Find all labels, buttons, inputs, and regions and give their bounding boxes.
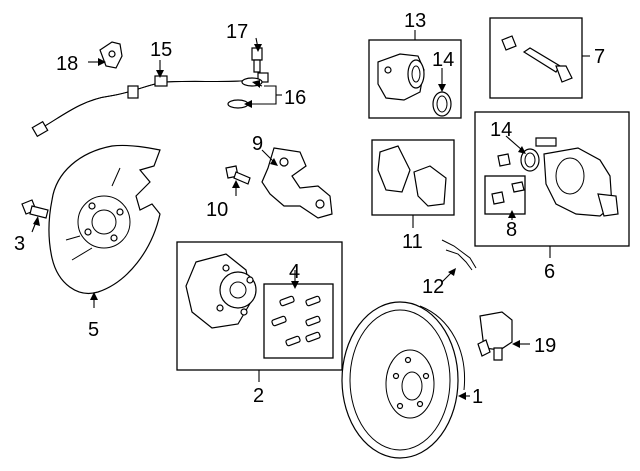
callout-13: 13 — [404, 10, 426, 32]
callout-9: 9 — [252, 133, 263, 155]
hose-bracket-part — [99, 41, 123, 69]
bleeder-screw-box — [484, 175, 526, 215]
callout-6: 6 — [544, 261, 555, 283]
bracket-bolt-part — [225, 165, 251, 185]
callout-19: 19 — [534, 335, 556, 357]
callout-18: 18 — [56, 53, 78, 75]
callout-8: 8 — [506, 219, 517, 241]
callout-16: 16 — [284, 87, 306, 109]
brake-hose-part — [31, 72, 269, 138]
callout-4: 4 — [289, 261, 300, 283]
guide-pin-part — [501, 35, 573, 83]
guide-pin-box — [489, 17, 583, 99]
callout-15: 15 — [150, 39, 172, 61]
shield-bolt-part — [21, 199, 49, 219]
wheel-stud-box — [263, 283, 334, 359]
anti-rattle-clip-part — [441, 239, 477, 271]
callout-2: 2 — [253, 385, 264, 407]
caliper-seal-part — [497, 137, 557, 172]
wheel-stud-part — [271, 295, 321, 347]
callout-10: 10 — [206, 199, 228, 221]
caliper-bracket-part — [261, 147, 333, 219]
caliper-assembly-box — [474, 111, 630, 247]
bleeder-screw-part — [491, 181, 525, 205]
callout-5: 5 — [88, 319, 99, 341]
wheel-speed-sensor-part — [477, 311, 513, 361]
callout-7: 7 — [594, 46, 605, 68]
piston-seal-part — [432, 91, 452, 117]
caliper-housing-part — [377, 53, 425, 101]
brake-rotor-part — [341, 301, 466, 459]
caliper-assembly-part — [543, 147, 619, 217]
callout-14-top: 14 — [432, 49, 454, 71]
brake-pad-part — [377, 145, 447, 207]
leader-lines — [31, 30, 590, 400]
callout-1: 1 — [472, 386, 483, 408]
callout-12: 12 — [422, 276, 444, 298]
hub-bearing-part — [185, 253, 257, 329]
callout-14-lower: 14 — [490, 119, 512, 141]
dust-shield-part — [48, 144, 161, 294]
callout-3: 3 — [14, 233, 25, 255]
callout-11: 11 — [402, 231, 423, 253]
callout-17: 17 — [226, 21, 248, 43]
banjo-bolt-part — [251, 47, 263, 73]
